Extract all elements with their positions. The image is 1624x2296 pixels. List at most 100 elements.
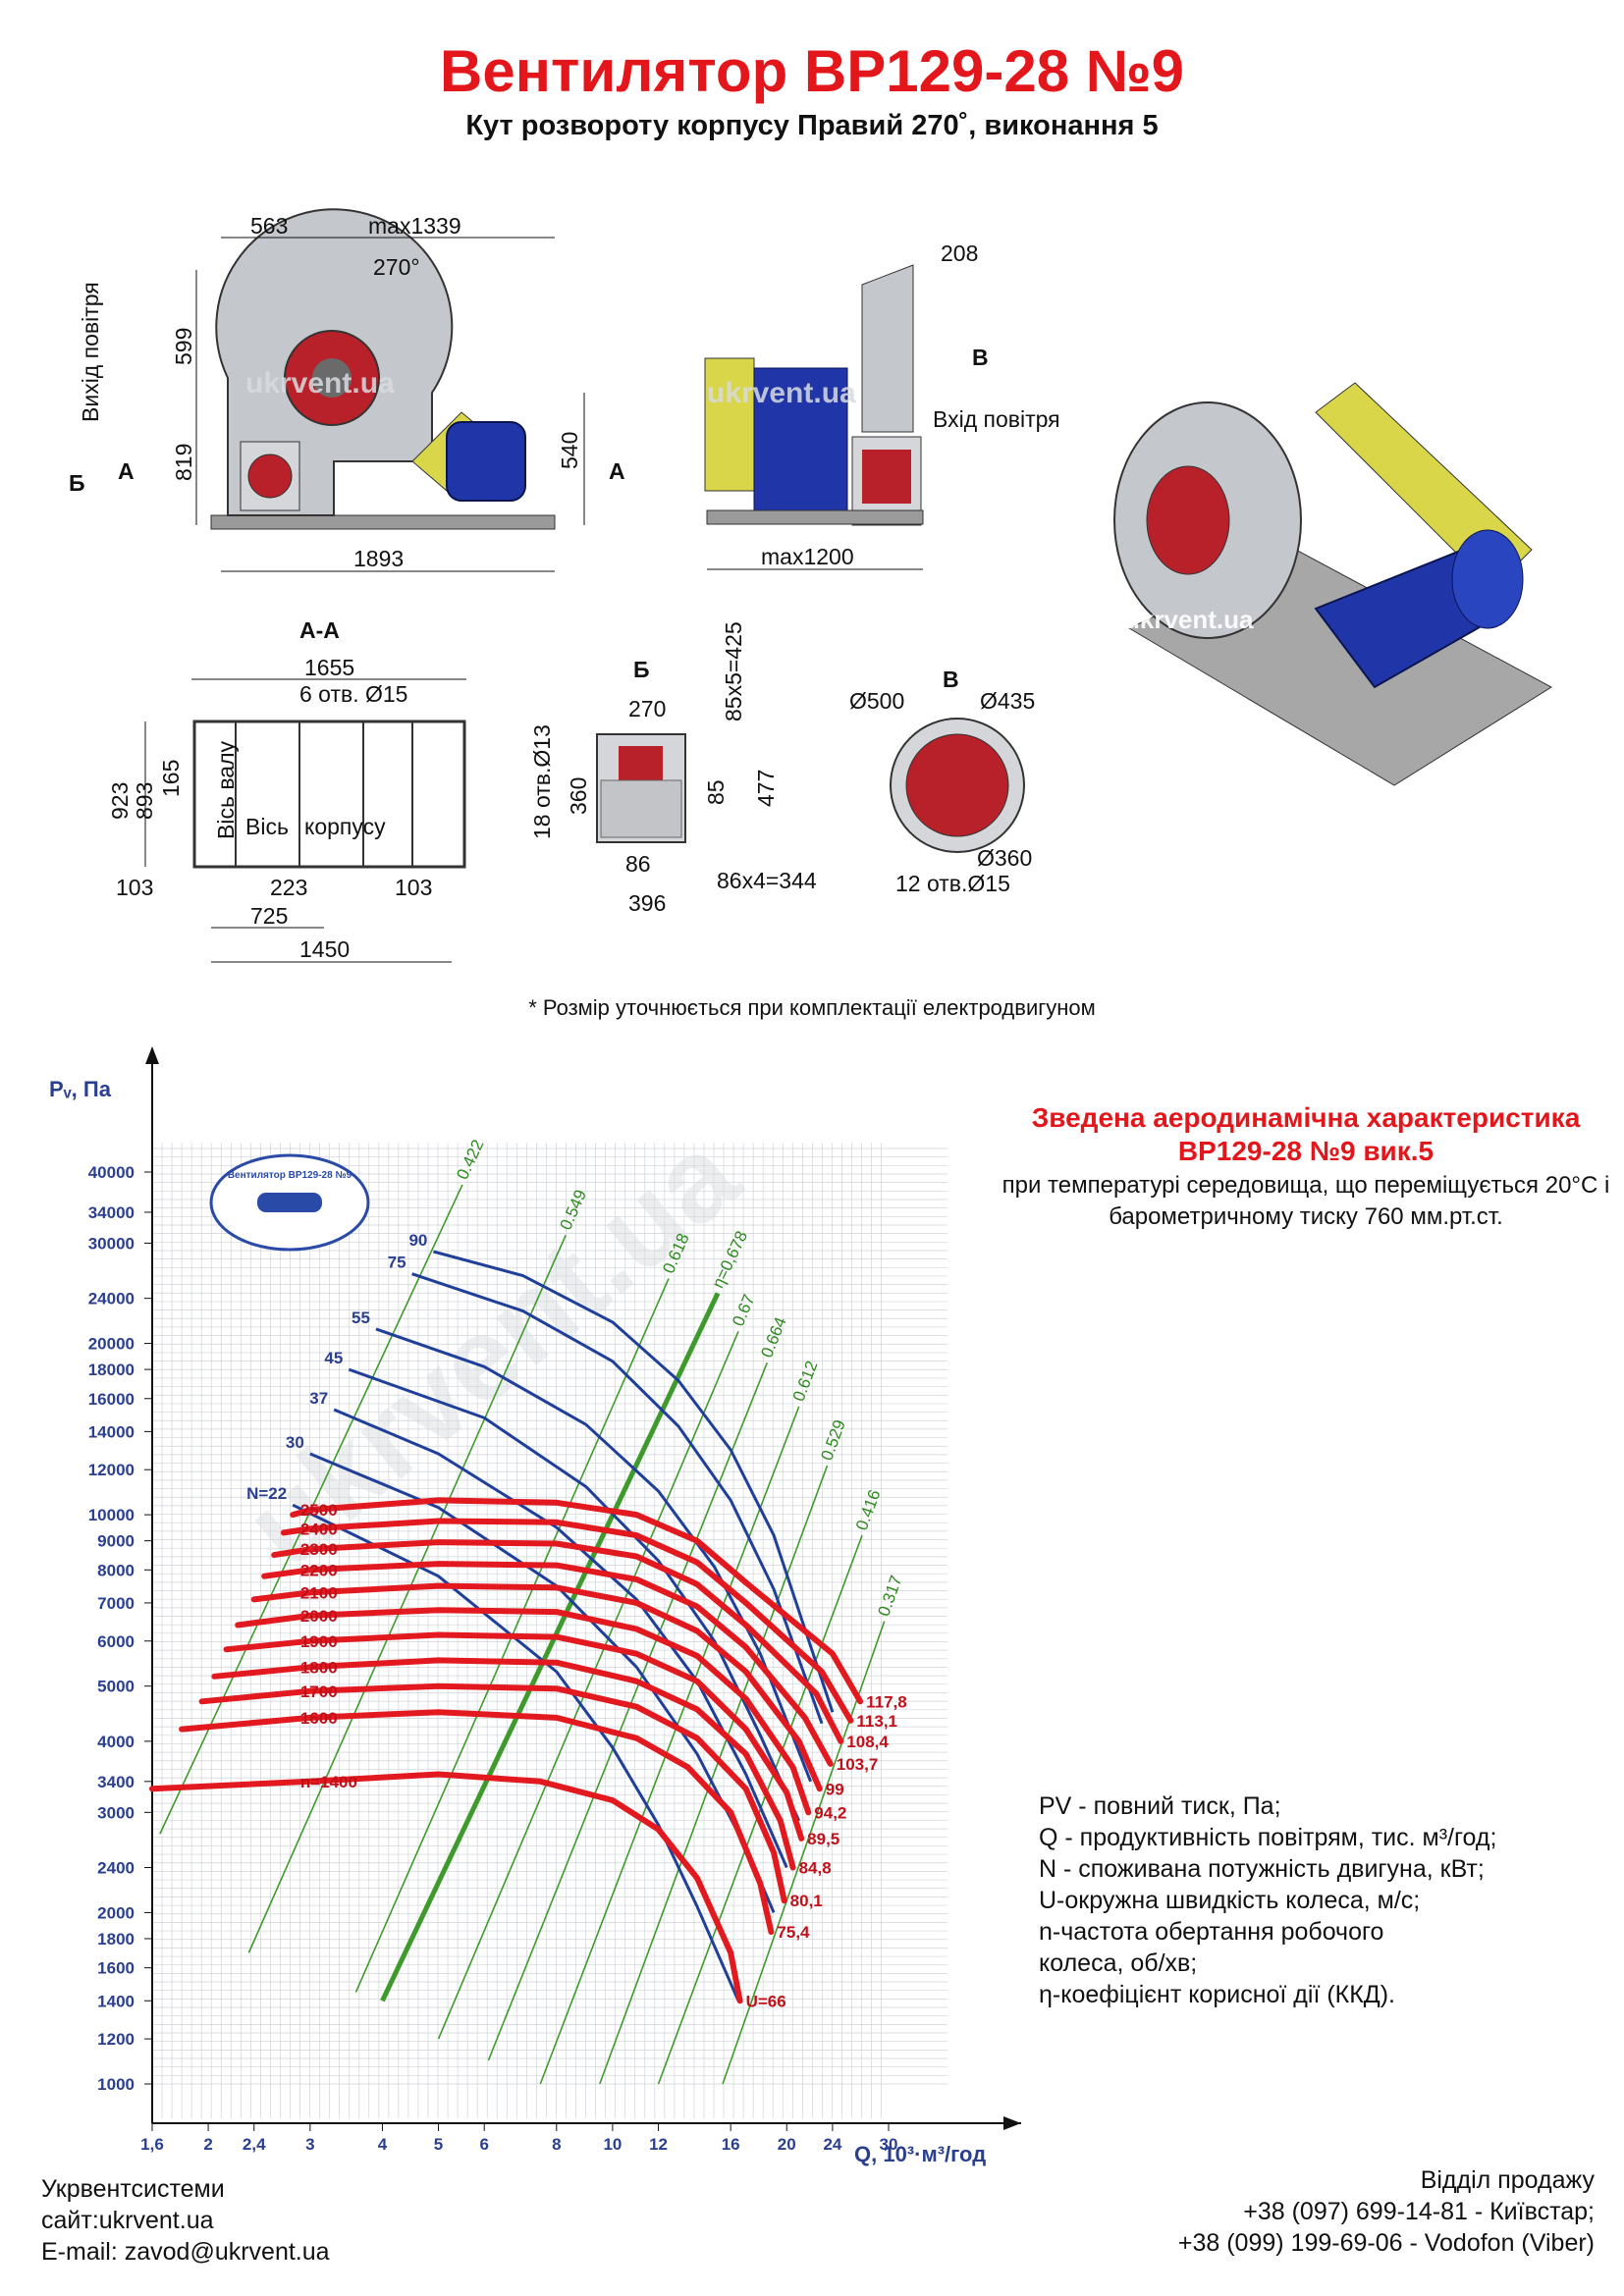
dim-d360: Ø360	[977, 845, 1032, 871]
x-axis-label: Q, 10³·м³/год	[854, 2142, 986, 2166]
section-a-a: А-А 1655 6 отв. Ø15 923 893 165 Вісь вал…	[107, 617, 466, 963]
efficiency-line	[247, 1234, 567, 1953]
efficiency-line	[599, 1465, 829, 2085]
speed-curve	[179, 1709, 775, 1936]
label-section-a-left: А	[118, 458, 135, 484]
x-tick-label: 6	[479, 2135, 488, 2154]
y-tick-label: 1800	[97, 1930, 135, 1949]
y-tick-label: 30000	[88, 1234, 135, 1253]
y-tick-label: 20000	[88, 1335, 135, 1354]
power-curve	[411, 1272, 824, 1725]
dim-12-holes: 12 отв.Ø15	[895, 871, 1010, 896]
speed-curve-tip-label: 103,7	[837, 1755, 879, 1774]
power-curve-label: N=22	[246, 1484, 287, 1503]
speed-curve-tip-label: 99	[826, 1780, 844, 1798]
y-tick-label: 18000	[88, 1361, 135, 1379]
dim-540: 540	[557, 432, 582, 469]
label-view-v: В	[972, 345, 989, 370]
power-curve	[348, 1367, 801, 1822]
y-tick-label: 2400	[97, 1859, 135, 1878]
label-inlet-air: Вхід повітря	[933, 406, 1060, 432]
x-tick-label: 5	[434, 2135, 443, 2154]
x-tick-label: 4	[378, 2135, 388, 2154]
dim-208: 208	[941, 240, 978, 266]
y-tick-label: 5000	[97, 1678, 135, 1696]
company-name: Укрвентсистеми	[41, 2175, 225, 2203]
y-tick-label: 4000	[97, 1733, 135, 1751]
speed-curve-label: 1600	[300, 1709, 338, 1728]
power-curve-label: 90	[408, 1231, 427, 1250]
y-axis-arrow	[145, 1046, 159, 1064]
dim-923: 923	[107, 782, 133, 820]
dim-1893: 1893	[353, 546, 404, 571]
speed-curve-label: 2500	[300, 1501, 338, 1520]
legend-u: U-окружна швидкість колеса, м/с;	[1039, 1887, 1421, 1914]
watermark-iso: ukrvent.ua	[1124, 605, 1254, 634]
label-housing: корпусу	[304, 814, 386, 839]
efficiency-line	[487, 1362, 769, 2061]
speed-curve	[280, 1518, 854, 1724]
label-outlet-air: Вихід повітря	[78, 282, 103, 422]
dim-396: 396	[628, 890, 666, 916]
y-tick-label: 24000	[88, 1290, 135, 1308]
y-tick-label: 1200	[97, 2030, 135, 2049]
y-tick-label: 3000	[97, 1803, 135, 1822]
power-curve-label: 55	[352, 1308, 370, 1327]
x-tick-label: 16	[722, 2135, 740, 2154]
power-curve	[333, 1408, 788, 1869]
speed-curve	[290, 1497, 864, 1705]
view-v-title: В	[943, 667, 959, 692]
x-tick-label: 2	[203, 2135, 212, 2154]
x-tick-label: 10	[603, 2135, 622, 2154]
speed-curve-label: 1800	[300, 1658, 338, 1677]
speed-curve-label: 2300	[300, 1540, 338, 1559]
y-tick-label: 1400	[97, 1992, 135, 2010]
power-curve-label: 30	[286, 1433, 304, 1452]
legend-n: N - споживана потужність двигуна, кВт;	[1039, 1855, 1485, 1883]
page-title: Вентилятор ВР129-28 №9	[440, 38, 1184, 104]
legend-rpm-cont: колеса, об/хв;	[1039, 1949, 1198, 1977]
speed-curves: n=1400U=66160075,4170080,1180084,8190089…	[149, 1497, 907, 2010]
dim-86: 86	[625, 851, 651, 877]
dim-819: 819	[171, 444, 196, 481]
sales-label: Відділ продажу	[1420, 2166, 1595, 2194]
label-view-b: Б	[69, 470, 85, 496]
y-tick-label: 1600	[97, 1959, 135, 1978]
power-curve	[433, 1250, 835, 1713]
dim-86x4: 86x4=344	[717, 868, 817, 893]
side-view: max1200 208 В Вхід повітря ukrvent.ua	[704, 240, 1060, 570]
dim-d500: Ø500	[849, 688, 904, 714]
speed-curve-label: 2100	[300, 1583, 338, 1602]
phone-kyivstar[interactable]: +38 (097) 699-14-81 - Київстар;	[1243, 2198, 1595, 2225]
y-tick-label: 1000	[97, 2075, 135, 2094]
dim-103-right: 103	[395, 875, 432, 900]
technical-drawings: 563 max1339 270° 599 819 540 1893 Вихід …	[69, 208, 1552, 963]
speed-curve-tip-label: 113,1	[856, 1712, 897, 1731]
logo-text: Вентилятор ВР129-28 №9	[228, 1170, 352, 1181]
y-tick-label: 6000	[97, 1632, 135, 1651]
company-email[interactable]: E-mail: zavod@ukrvent.ua	[41, 2238, 330, 2266]
phone-vodafone[interactable]: +38 (099) 199-69-06 - Vodofon (Viber)	[1177, 2229, 1595, 2257]
legend-pv: PV - повний тиск, Па;	[1039, 1792, 1281, 1820]
speed-curve	[149, 1771, 743, 2004]
company-site[interactable]: сайт:ukrvent.ua	[41, 2207, 214, 2234]
dim-85x5: 85x5=425	[721, 621, 746, 721]
efficiency-label: 0.664	[757, 1314, 789, 1361]
label-axis: Вісь	[245, 814, 289, 839]
isometric-view: ukrvent.ua	[1113, 382, 1552, 786]
page-subtitle: Кут розвороту корпусу Правий 270˚, викон…	[465, 110, 1159, 141]
dim-360-b: 360	[566, 777, 591, 815]
x-tick-label: 2,4	[243, 2135, 266, 2154]
speed-curve	[198, 1682, 787, 1904]
efficiency-label: 0.422	[453, 1137, 487, 1183]
power-curve	[292, 1503, 740, 2002]
speed-curve-tip-label: 75,4	[777, 1923, 810, 1942]
label-shaft-axis: Вісь валу	[213, 741, 239, 839]
label-section-a-right: А	[609, 458, 625, 484]
motor-note: * Розмір уточнюється при комплектації ел…	[528, 995, 1096, 1020]
chart-axes: Pᵥ, ПаQ, 10³·м³/год400003400030000240002…	[49, 1046, 1021, 2166]
y-tick-label: 2000	[97, 1903, 135, 1922]
speed-curve-label: n=1400	[300, 1773, 357, 1791]
speed-curve	[261, 1561, 834, 1767]
